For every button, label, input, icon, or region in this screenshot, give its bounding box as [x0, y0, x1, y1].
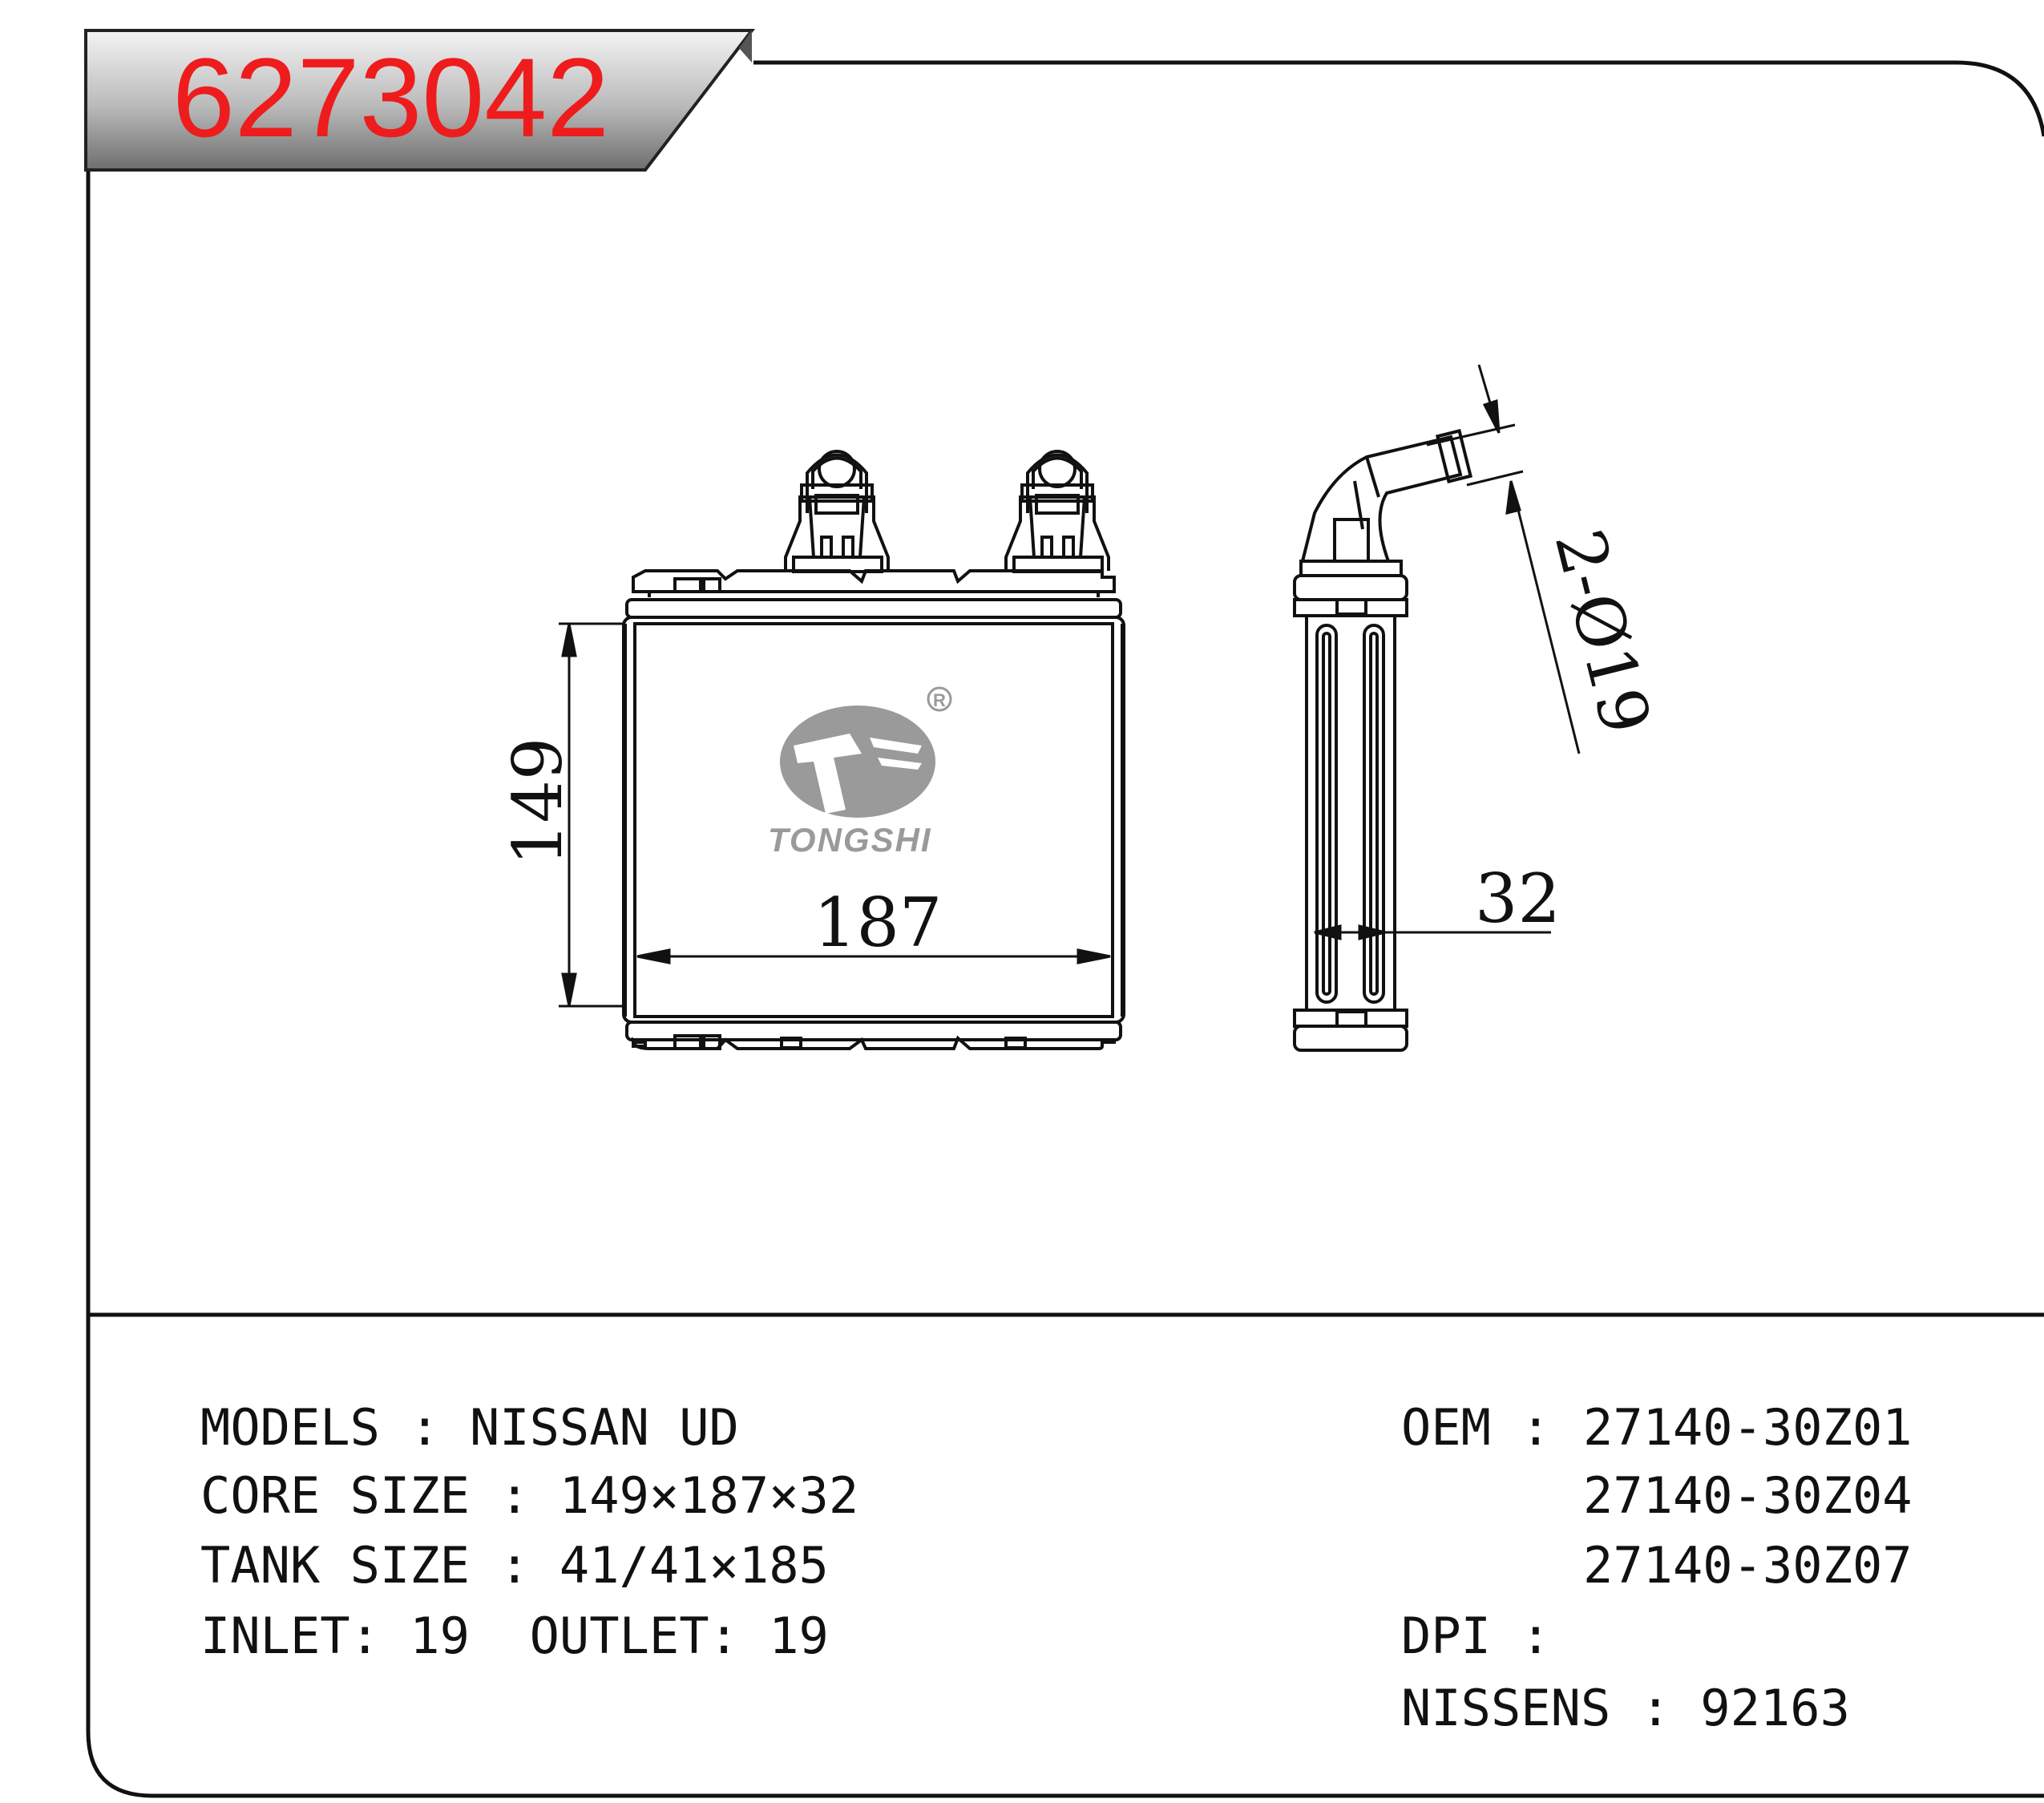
thickness-dimension: [1314, 924, 1551, 940]
oem-number-3: 27140-30Z07: [1583, 1536, 1913, 1595]
oem-number-1: 27140-30Z01: [1583, 1398, 1913, 1457]
spec-models: MODELS : NISSAN UD: [200, 1398, 739, 1457]
height-label: 149: [499, 738, 577, 866]
dpi-reference: DPI :: [1401, 1607, 1551, 1665]
heater-core-front-view: [622, 450, 1125, 1050]
width-label: 187: [814, 883, 942, 962]
oem-number-2: 27140-30Z04: [1583, 1466, 1913, 1525]
thickness-label: 32: [1475, 859, 1561, 938]
heater-core-side-view: [1293, 429, 1473, 1052]
height-dimension: [559, 622, 623, 1008]
registered-mark-icon: [927, 686, 952, 712]
oem-label: OEM :: [1401, 1398, 1551, 1457]
outlet-pipe: [1004, 450, 1110, 573]
pipe-diameter-label: 2-Ø19: [1540, 522, 1666, 742]
brand-name: TONGSHI: [768, 821, 932, 859]
spec-tank-size: TANK SIZE : 41/41×185: [200, 1536, 829, 1595]
inlet-pipe: [784, 450, 890, 573]
pipe-diameter-dimension: [1426, 364, 1581, 754]
spec-core-size: CORE SIZE : 149×187×32: [200, 1466, 859, 1525]
header-band: 6273042: [84, 29, 756, 172]
part-number: 6273042: [172, 34, 609, 160]
spec-inlet-outlet: INLET: 19 OUTLET: 19: [200, 1607, 829, 1665]
tongshi-logo: R TONGSHI: [768, 686, 952, 859]
width-dimension: [636, 948, 1111, 964]
sheet-border: [86, 60, 2044, 1798]
registered-mark: R: [933, 690, 946, 710]
nissens-reference: NISSENS : 92163: [1401, 1679, 1850, 1737]
